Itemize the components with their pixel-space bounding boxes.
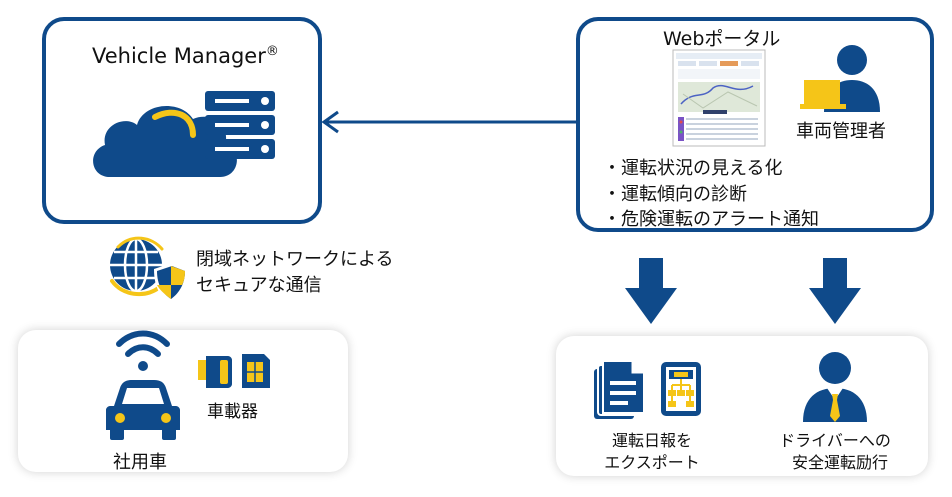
export-label-line1: 運転日報を: [611, 431, 692, 450]
network-label-line2: セキュアな通信: [196, 275, 322, 296]
onboard-device-icon: [198, 354, 270, 388]
admin-person-icon: [800, 45, 880, 112]
feature-item: ・運転傾向の診断: [603, 184, 747, 205]
down-arrow-icon: [625, 258, 677, 324]
laptop-icon: [804, 80, 840, 104]
vehicle-panel: [18, 330, 348, 472]
driver-label-line1: ドライバーへの: [779, 431, 891, 450]
secure-globe-icon: [110, 236, 188, 303]
cloud-icon: [93, 106, 237, 177]
shield-icon: [154, 263, 188, 303]
car-label: 社用車: [113, 452, 167, 473]
export-label-line2: エクスポート: [604, 453, 700, 472]
portal-screenshot-thumbnail: [672, 49, 766, 147]
server-icon: [205, 91, 275, 159]
car-icon: [106, 380, 180, 440]
wifi-icon: [116, 330, 170, 371]
flowchart-icon: [661, 362, 701, 416]
network-label-line1: 閉域ネットワークによる: [196, 249, 394, 270]
down-arrow-icon: [809, 258, 861, 324]
globe-icon: [110, 237, 162, 293]
vehicle-manager-title-text: Vehicle Manager: [92, 44, 266, 68]
data-flow-arrow: [321, 110, 580, 134]
registered-mark: ®: [265, 44, 279, 59]
memory-card-icon: [198, 356, 232, 388]
driver-label-line2: 安全運転励行: [791, 453, 888, 472]
report-document-icon: [594, 360, 645, 419]
sim-card-icon: [242, 354, 270, 388]
admin-label: 車両管理者: [796, 121, 886, 142]
cloud-highlight-arc: [152, 109, 196, 138]
feature-item: ・運転状況の見える化: [603, 158, 783, 179]
cloud-server-icon: [93, 91, 275, 177]
device-label: 車載器: [207, 402, 258, 422]
web-portal-title: Webポータル: [663, 28, 781, 50]
vehicle-manager-title: Vehicle Manager®: [92, 44, 279, 68]
feature-item: ・危険運転のアラート通知: [603, 209, 819, 230]
driver-person-icon: [803, 352, 867, 422]
